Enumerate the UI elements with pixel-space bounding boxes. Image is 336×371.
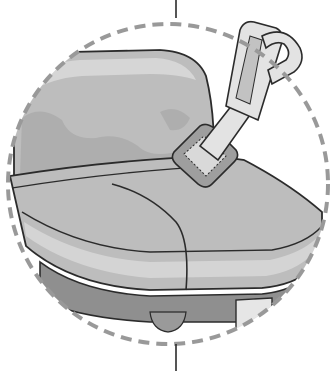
sofa-side-block xyxy=(236,298,272,336)
